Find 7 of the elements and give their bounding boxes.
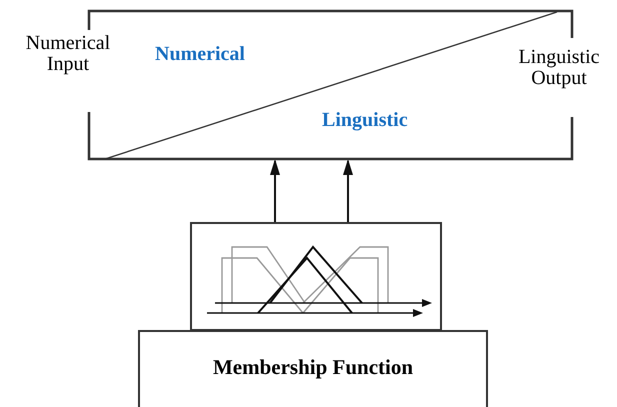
arrow: [343, 159, 353, 222]
region-label: Linguistic: [322, 110, 408, 131]
arrow: [270, 159, 280, 222]
box-label: Membership Function: [212, 356, 414, 378]
input-label: Numerical Input: [24, 33, 112, 75]
output-label: Linguistic Output: [517, 47, 601, 89]
region-label: Numerical: [155, 44, 245, 65]
